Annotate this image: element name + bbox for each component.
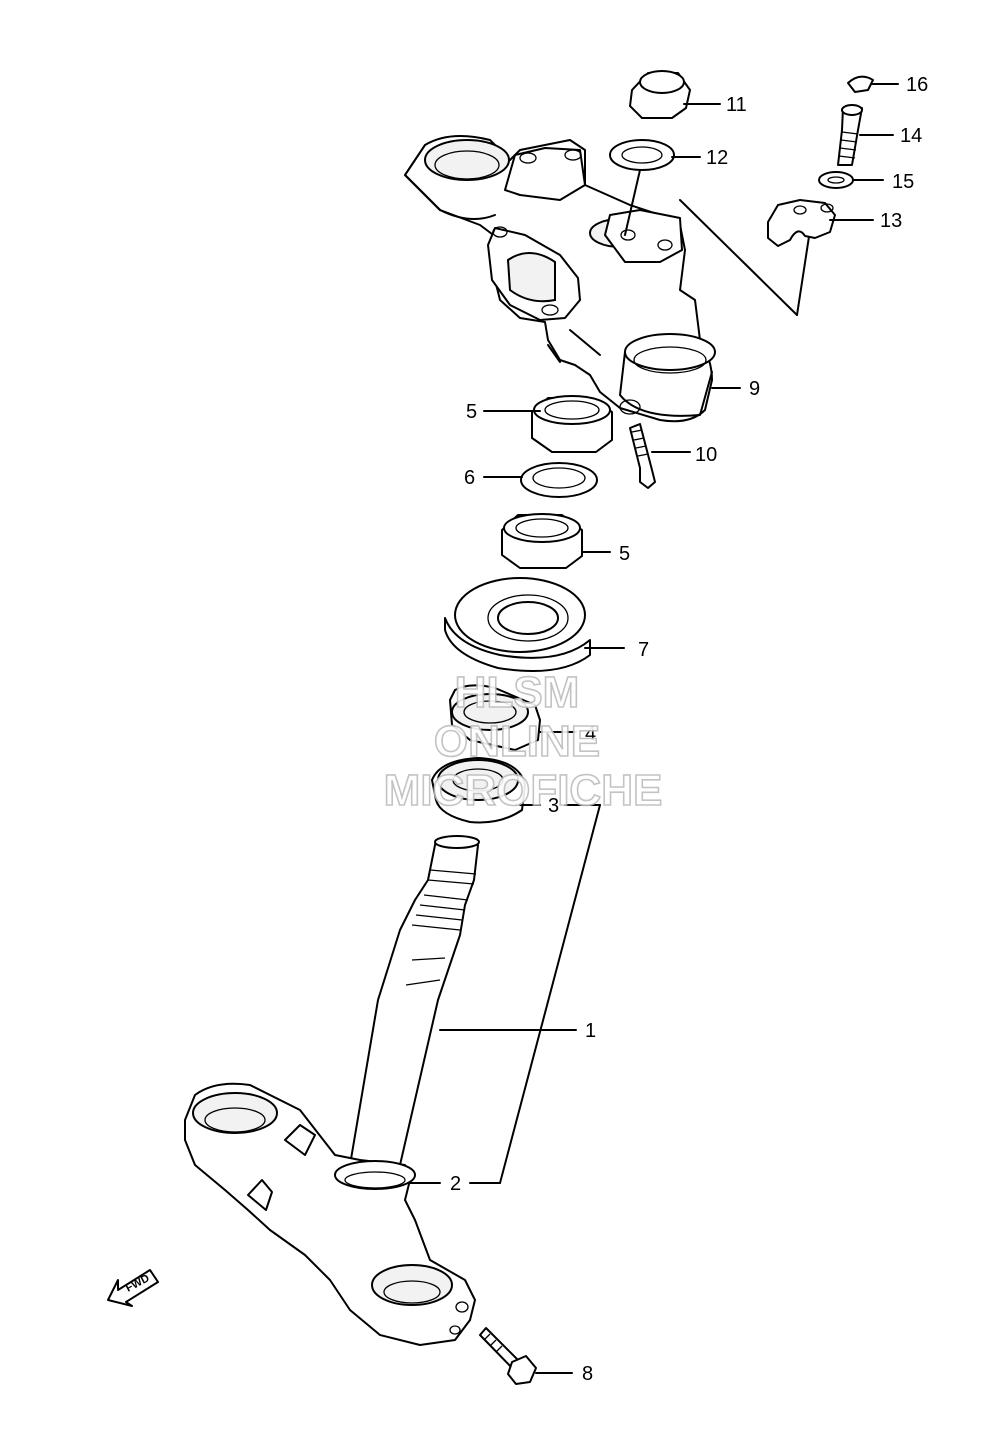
cap-nut[interactable] xyxy=(629,70,691,119)
pinch-bolt[interactable] xyxy=(629,423,656,489)
callout-numbers: 11 12 16 14 15 13 9 10 5 6 5 7 4 3 1 2 8 xyxy=(450,74,928,1385)
callout-16: 16 xyxy=(906,74,928,96)
callout-14: 14 xyxy=(900,125,922,147)
callout-4: 4 xyxy=(585,723,596,745)
watermark: HLSM ONLINE MICROFICHE xyxy=(383,667,663,816)
callout-10: 10 xyxy=(695,444,717,466)
plug-cap[interactable] xyxy=(847,75,874,93)
lower-bracket[interactable] xyxy=(184,1082,476,1346)
upper-bearing[interactable] xyxy=(449,684,541,751)
lock-washer[interactable] xyxy=(818,171,854,189)
watermark-line1: HLSM xyxy=(455,668,580,717)
callout-12: 12 xyxy=(706,147,728,169)
callout-2: 2 xyxy=(450,1173,461,1195)
leader-13-link xyxy=(679,199,798,316)
callout-3: 3 xyxy=(548,795,559,817)
steering-stem[interactable] xyxy=(349,835,480,1166)
callout-1: 1 xyxy=(585,1020,596,1042)
callout-11: 11 xyxy=(726,94,747,116)
watermark-line3: MICROFICHE xyxy=(384,766,663,815)
fwd-arrow-icon: FWD xyxy=(107,1269,159,1307)
hex-socket-bolt[interactable] xyxy=(837,104,863,166)
lower-bracket-bolt[interactable] xyxy=(479,1327,537,1385)
callout-9: 9 xyxy=(749,378,760,400)
dust-seal[interactable] xyxy=(444,577,591,673)
leader-lines xyxy=(409,83,899,1374)
callout-7: 7 xyxy=(638,639,649,661)
watermark-line2: ONLINE xyxy=(434,717,600,766)
callout-6: 6 xyxy=(464,467,475,489)
steering-nut-lower[interactable] xyxy=(501,513,583,569)
handlebar-holder[interactable] xyxy=(767,199,836,247)
leader-12-to-bracket xyxy=(624,169,641,236)
washer-6[interactable] xyxy=(520,462,598,498)
lower-bearing[interactable] xyxy=(431,757,526,824)
callout-15: 15 xyxy=(892,171,914,193)
callout-5-upper: 5 xyxy=(466,401,477,423)
washer-12[interactable] xyxy=(609,139,675,171)
callout-8: 8 xyxy=(582,1363,593,1385)
upper-bracket[interactable] xyxy=(404,135,716,423)
callout-5-lower: 5 xyxy=(619,543,630,565)
steering-nut-upper[interactable] xyxy=(531,395,613,453)
callout-13: 13 xyxy=(880,210,902,232)
